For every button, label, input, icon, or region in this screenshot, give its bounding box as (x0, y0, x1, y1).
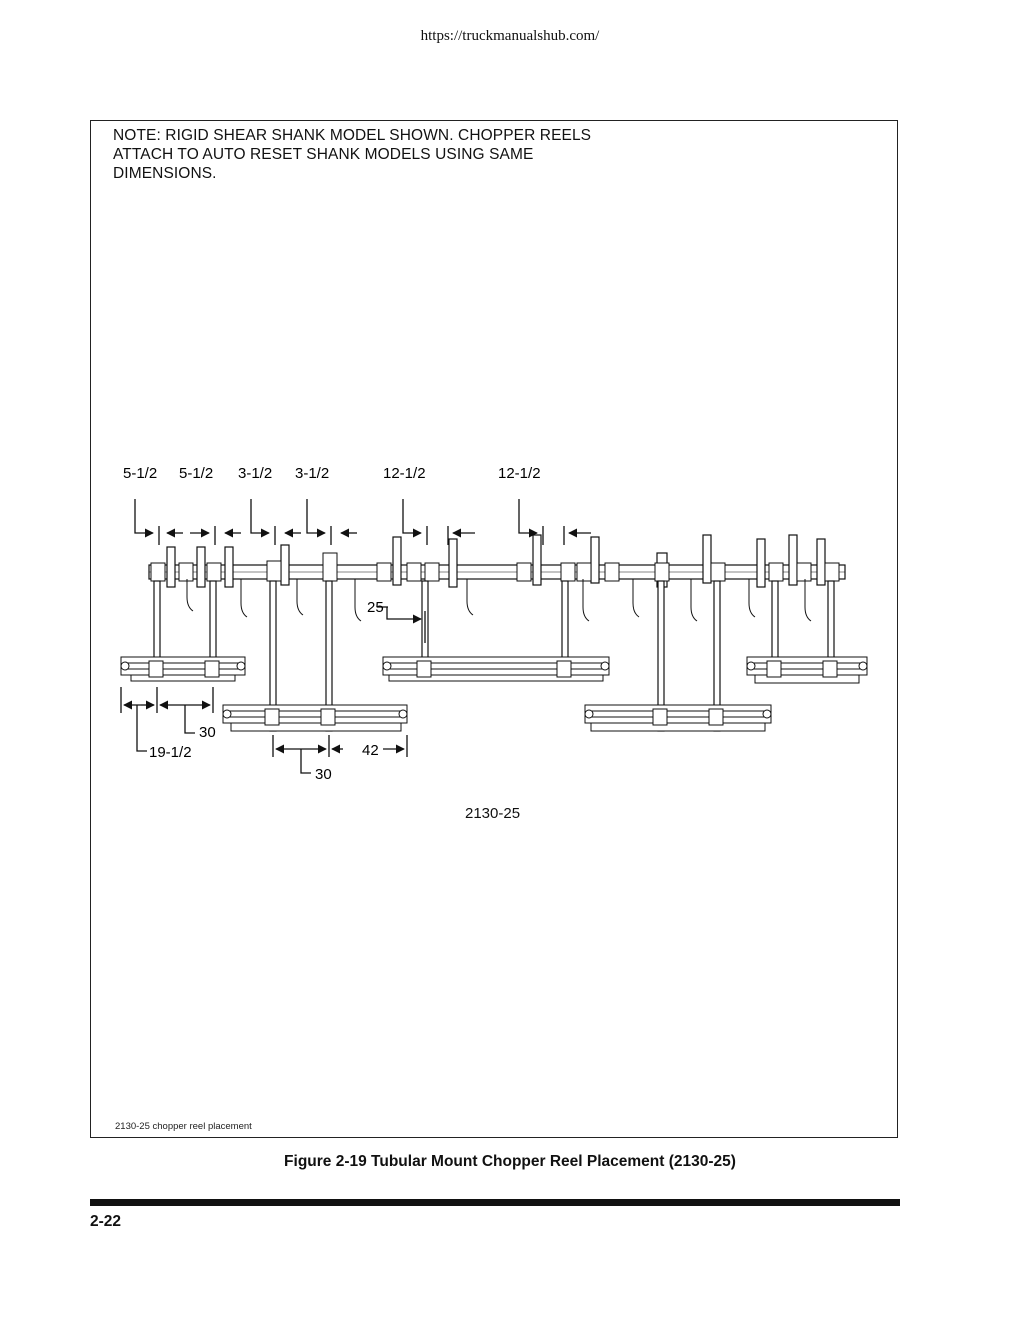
dim-label: 5-1/2 (179, 465, 213, 482)
toolbar-frame (148, 564, 846, 580)
clamp-blocks (150, 552, 840, 582)
dim-label: 25 (367, 599, 384, 616)
reel-left-front (120, 656, 246, 682)
figure-frame: NOTE: RIGID SHEAR SHANK MODEL SHOWN. CHO… (90, 120, 898, 1138)
footer-rule (90, 1199, 900, 1206)
reel-right-rear (584, 704, 772, 732)
figure-note: NOTE: RIGID SHEAR SHANK MODEL SHOWN. CHO… (113, 127, 592, 182)
dim-label: 3-1/2 (295, 465, 329, 482)
dim-label: 3-1/2 (238, 465, 272, 482)
reel-center (382, 656, 610, 682)
page-number: 2-22 (90, 1213, 122, 1230)
dim-label: 42 (362, 742, 379, 759)
top-dimension-arrows (134, 499, 591, 545)
figure-caption: Figure 2-19 Tubular Mount Chopper Reel P… (284, 1153, 736, 1170)
file-label: 2130-25 chopper reel placement (115, 1121, 252, 1132)
dim-label: 5-1/2 (123, 465, 157, 482)
source-url[interactable]: https://truckmanualshub.com/ (420, 28, 600, 44)
sweep-shanks (186, 579, 812, 622)
dim-label: 19-1/2 (149, 744, 192, 761)
reel-right-front (746, 656, 868, 684)
reel-left-rear (222, 704, 408, 732)
figure-code: 2130-25 (465, 805, 521, 822)
dim-label: 30 (199, 724, 216, 741)
dim-label: 12-1/2 (498, 465, 541, 482)
dim-label: 12-1/2 (383, 465, 426, 482)
dim-label: 30 (315, 766, 332, 783)
chopper-reel-diagram: 5-1/2 5-1/2 3-1/2 3-1/2 12-1/2 12-1/2 (120, 465, 868, 783)
reel-dimension-arrows (120, 606, 426, 774)
